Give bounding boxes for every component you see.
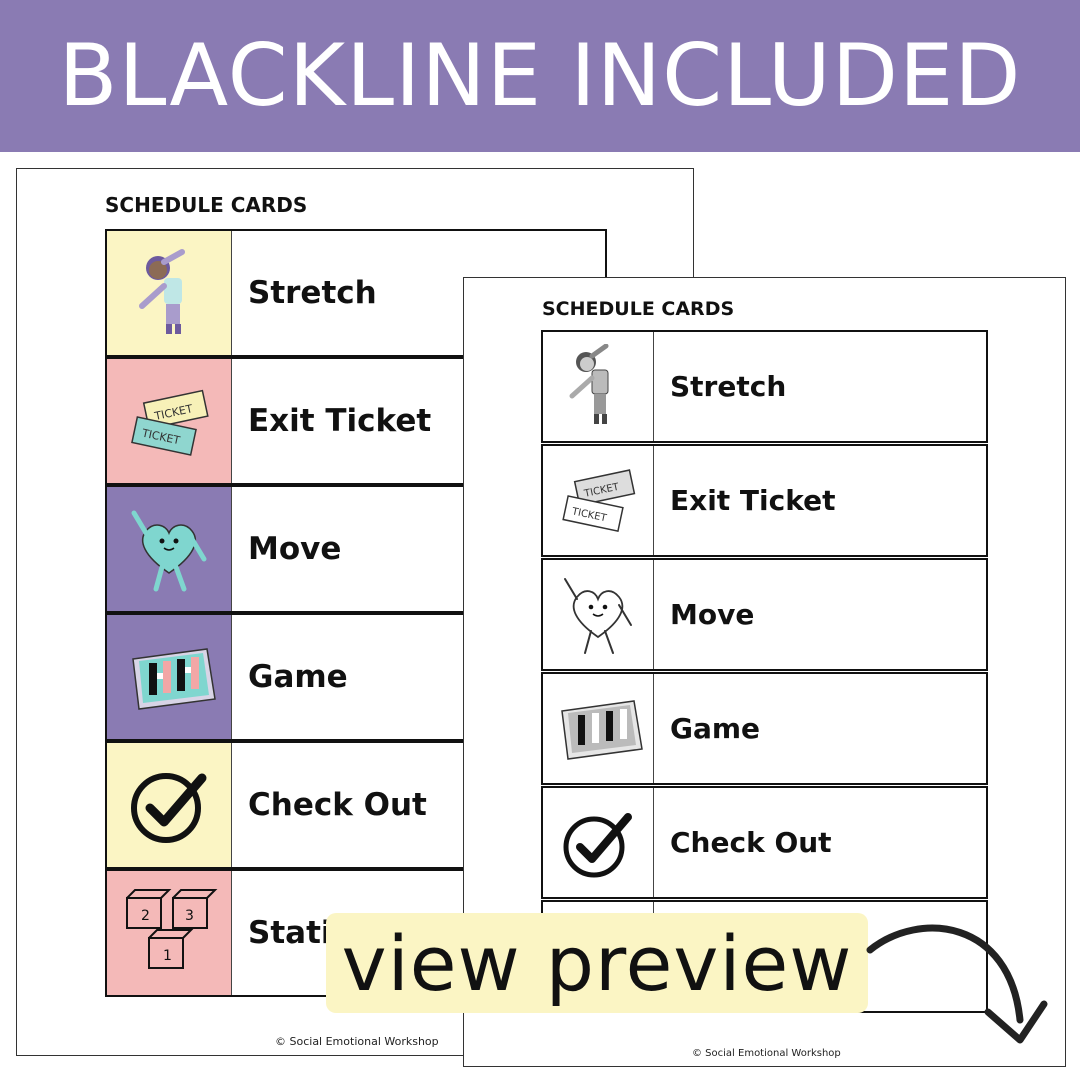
heart-character-icon xyxy=(543,560,654,669)
card-label: Game xyxy=(248,659,348,695)
sheet-title: SCHEDULE CARDS xyxy=(542,298,735,320)
copyright-footer: © Social Emotional Workshop xyxy=(692,1048,841,1059)
ticket-icon: TICKET TICKET xyxy=(107,359,232,483)
banner-title: BLACKLINE INCLUDED xyxy=(58,26,1022,126)
svg-text:3: 3 xyxy=(185,908,194,924)
board-game-icon xyxy=(107,615,232,739)
card-list: Stretch TICKET TICKET Exit Ticket xyxy=(541,330,988,1014)
copyright-footer: © Social Emotional Workshop xyxy=(275,1035,439,1048)
card-label: Check Out xyxy=(670,826,832,859)
schedule-card: Move xyxy=(541,558,988,671)
card-label: Exit Ticket xyxy=(248,403,432,439)
curved-arrow-icon xyxy=(866,924,1048,1044)
stretch-person-icon xyxy=(107,231,232,355)
card-label: Stati xyxy=(248,915,332,951)
checkmark-icon xyxy=(543,788,654,897)
stretch-person-icon xyxy=(543,332,654,441)
schedule-card: Game xyxy=(541,672,988,785)
card-label: Check Out xyxy=(248,787,427,823)
card-label: Move xyxy=(670,598,755,631)
view-preview-label: view preview xyxy=(341,918,853,1008)
view-preview-button[interactable]: view preview xyxy=(326,913,868,1013)
board-game-icon xyxy=(543,674,654,783)
svg-text:1: 1 xyxy=(163,948,172,964)
card-label: Exit Ticket xyxy=(670,484,836,517)
schedule-card: TICKET TICKET Exit Ticket xyxy=(541,444,988,557)
ticket-icon: TICKET TICKET xyxy=(543,446,654,555)
card-label: Move xyxy=(248,531,342,567)
header-banner: BLACKLINE INCLUDED xyxy=(0,0,1080,152)
checkmark-icon xyxy=(107,743,232,867)
schedule-card: Stretch xyxy=(541,330,988,443)
sheet-title: SCHEDULE CARDS xyxy=(105,193,308,217)
card-label: Stretch xyxy=(248,275,377,311)
card-label: Game xyxy=(670,712,761,745)
schedule-card: Check Out xyxy=(541,786,988,899)
heart-character-icon xyxy=(107,487,232,611)
svg-text:2: 2 xyxy=(141,908,150,924)
card-label: Stretch xyxy=(670,370,787,403)
numbered-boxes-icon: 2 3 1 xyxy=(107,871,232,995)
